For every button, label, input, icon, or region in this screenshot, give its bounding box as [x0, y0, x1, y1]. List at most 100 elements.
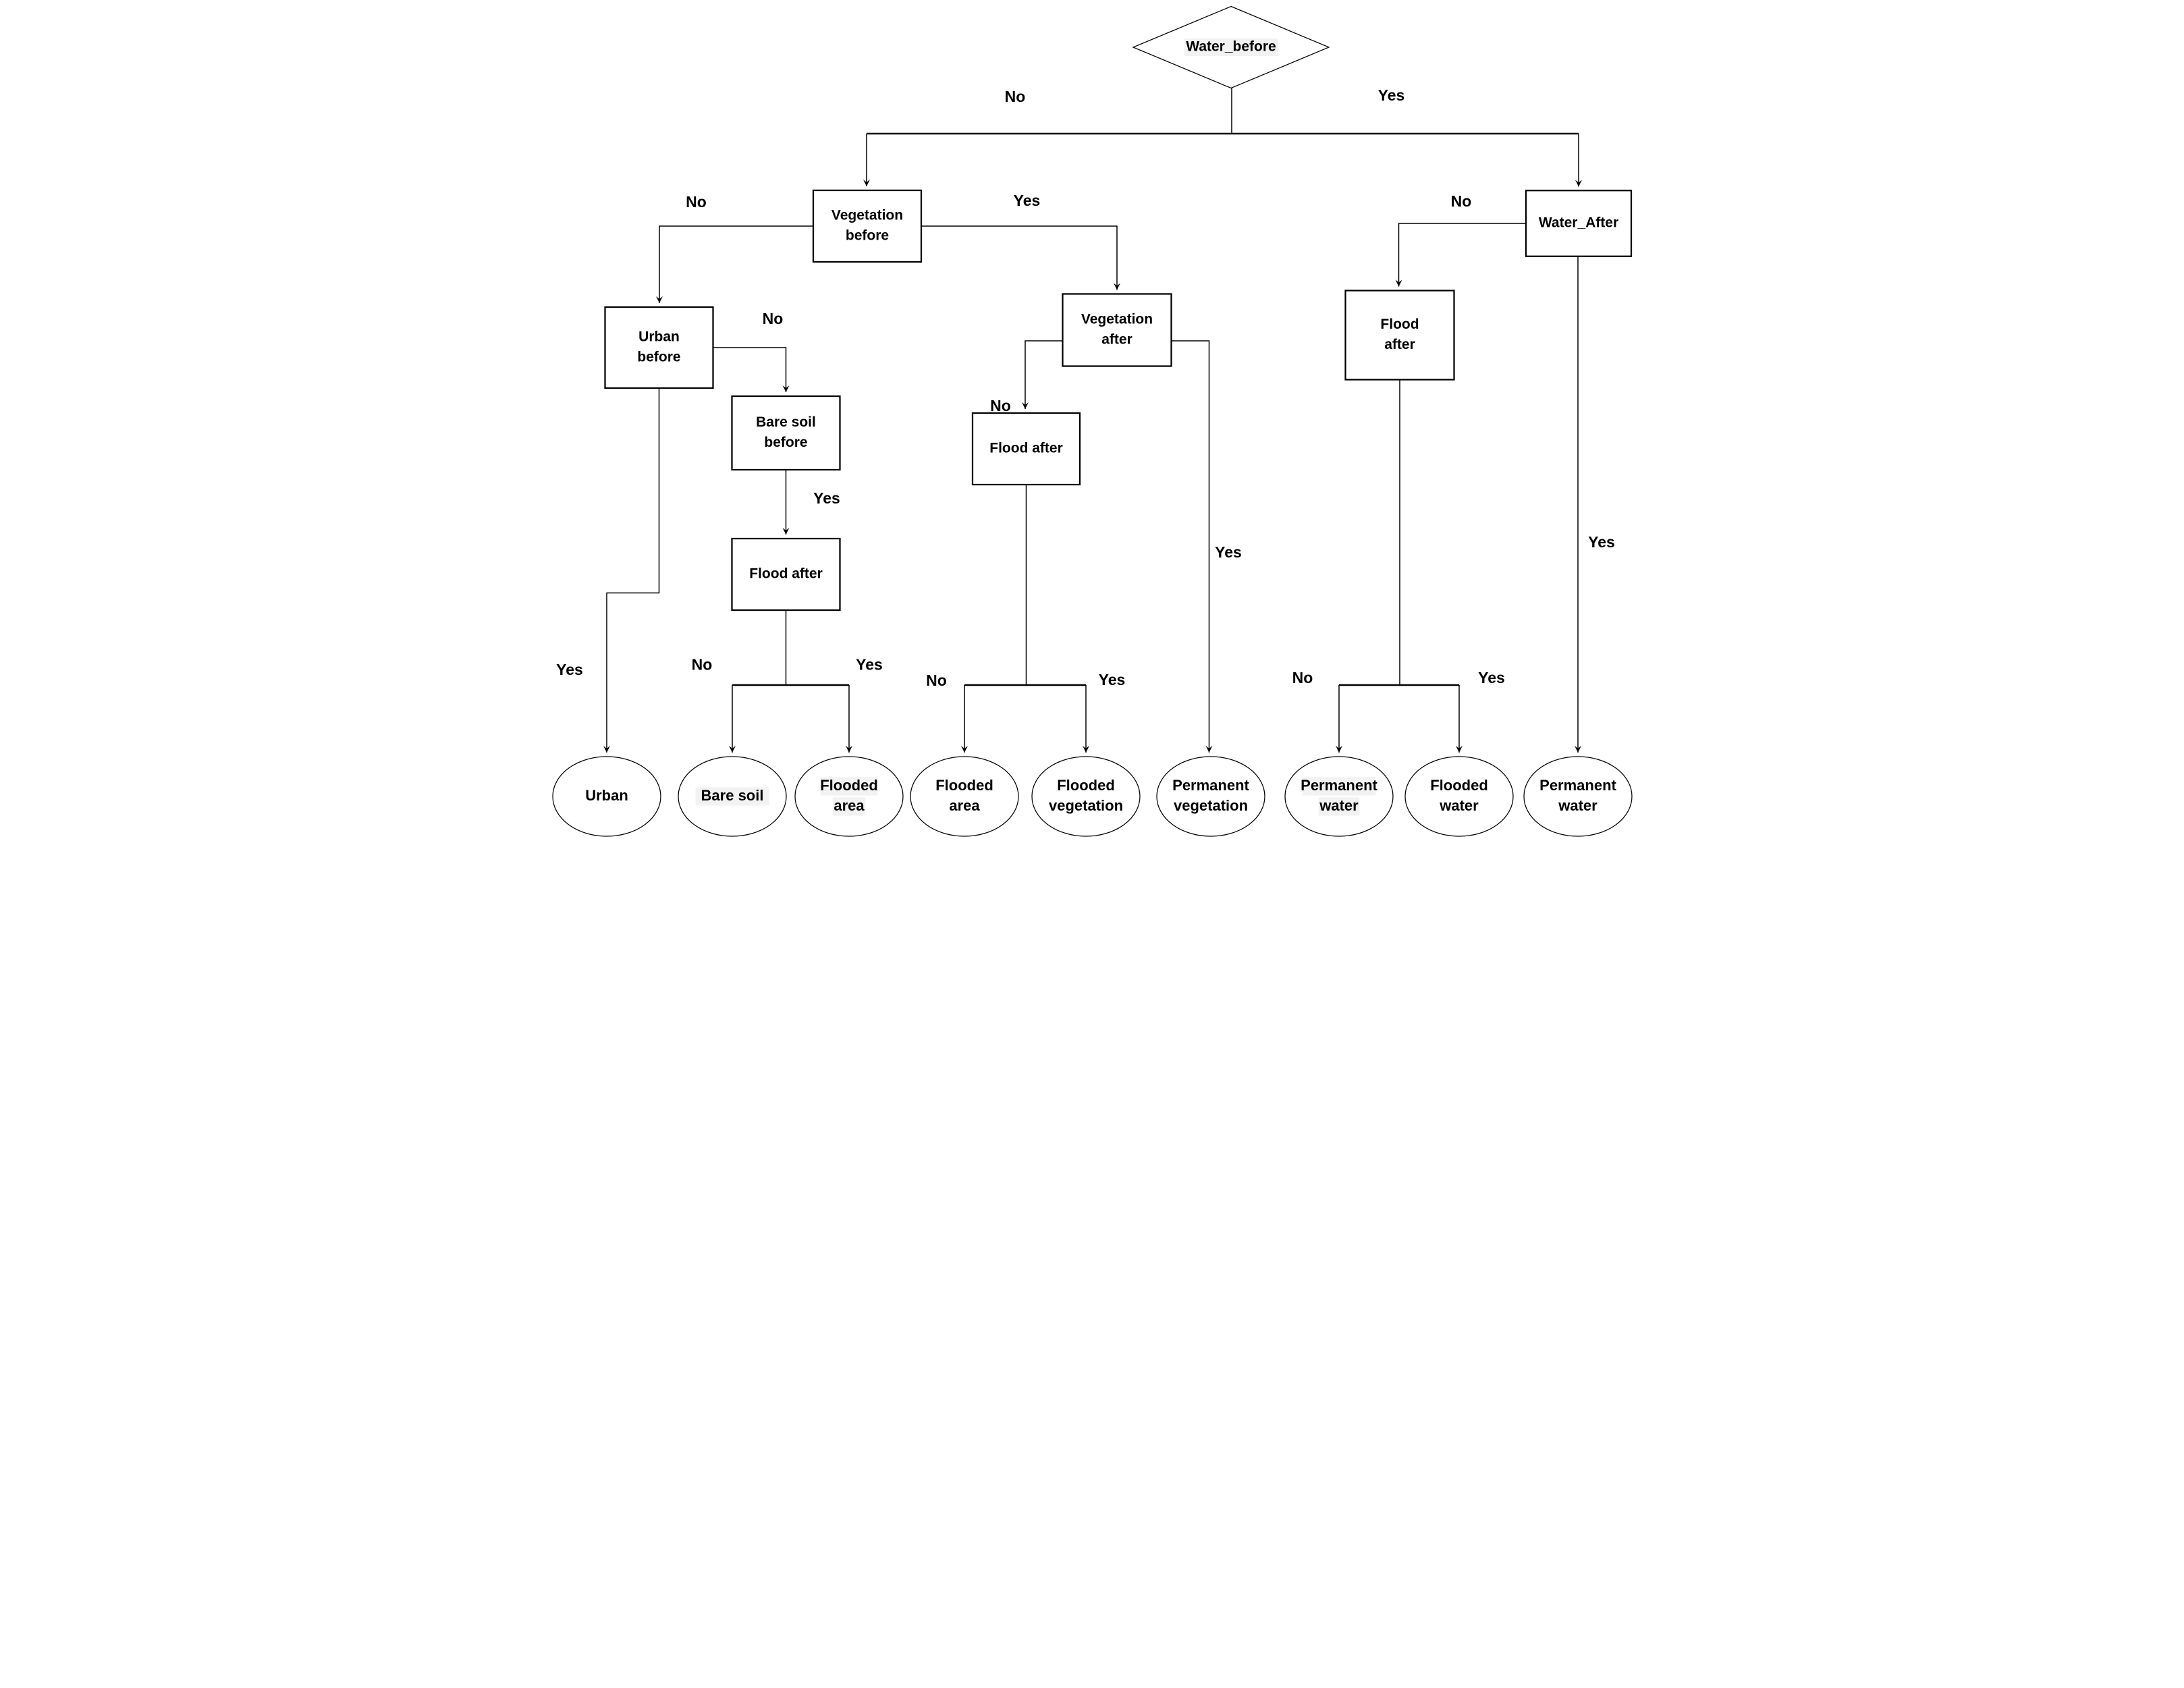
flooded-area-class-1: Flooded area — [794, 756, 904, 837]
floodleft-no-drop-arrowhead-icon — [729, 746, 736, 753]
water-after: Water_After — [1525, 190, 1633, 257]
vegbefore-yes — [921, 225, 1118, 290]
bare-soil-class-text-highlight — [695, 787, 769, 806]
bare-soil-before-label: Bare soil — [756, 414, 816, 430]
permanent-vegetation-class-ellipse — [1156, 756, 1265, 837]
flood-after-right-box — [1344, 290, 1455, 381]
permanent-vegetation-class-label: vegetation — [1174, 797, 1248, 814]
urbanbefore-no-arrowhead-icon — [782, 385, 790, 392]
label-yes-floodleft: Yes — [856, 656, 883, 674]
bare-soil-class-label: Bare soil — [701, 787, 764, 804]
permanent-water-class-1-label: water — [1319, 797, 1359, 814]
label-no-waterafter: No — [1451, 192, 1472, 210]
vegbefore-yes-arrowhead-icon — [1114, 283, 1120, 290]
label-yes-floodright: Yes — [1478, 669, 1505, 686]
urbanbefore-no — [713, 347, 787, 392]
label-no-floodleft: No — [692, 656, 713, 674]
vegafter-yes-arrowhead-icon — [1205, 746, 1213, 753]
permanent-vegetation-class-label: Permanent — [1172, 777, 1249, 794]
flood-after-right-label: after — [1384, 337, 1415, 352]
vegbefore-no — [659, 225, 813, 303]
flooded-area-class-2: Flooded area — [910, 756, 1019, 837]
floodmid-yes-drop-arrowhead-icon — [1083, 746, 1089, 753]
bare-soil-before-box — [731, 395, 841, 471]
flooded-area-class-2-ellipse — [910, 756, 1019, 837]
bare-soil-class: Bare soil — [678, 756, 787, 837]
label-yes-urbanbefore: Yes — [556, 661, 583, 678]
permanent-water-class-1-label: Permanent — [1301, 777, 1377, 794]
vegafter-no — [1025, 340, 1063, 409]
urbanbefore-yes-arrowhead-icon — [603, 746, 610, 753]
label-yes-vegafter: Yes — [1215, 543, 1242, 561]
vegetation-before-label: Vegetation — [831, 208, 903, 223]
label-no-urbanbefore: No — [763, 310, 784, 327]
vegafter-no-arrowhead-icon — [1022, 402, 1029, 409]
vegafter-yes — [1171, 340, 1210, 753]
flooded-vegetation-class-label: vegetation — [1049, 797, 1123, 814]
label-yes-floodmid: Yes — [1099, 671, 1126, 688]
vegetation-after-label: Vegetation — [1081, 312, 1153, 327]
urban-class-ellipse — [552, 756, 661, 837]
label-yes-vegbefore: Yes — [1014, 192, 1041, 209]
urban-before-label: before — [637, 350, 680, 365]
vegetation-before-box — [812, 189, 923, 263]
permanent-water-class-1-text-highlight — [1302, 777, 1376, 796]
urbanbefore-yes — [606, 388, 660, 753]
flooded-water-class-label: Flooded — [1430, 777, 1488, 794]
waterafter-no-arrowhead-icon — [1395, 279, 1402, 287]
label-no-floodmid: No — [926, 672, 947, 689]
edges-layer — [603, 88, 1582, 753]
flooded-area-class-1-text-highlight — [820, 777, 878, 796]
permanent-water-class-1: Permanent water — [1284, 756, 1394, 837]
permanent-water-class-2-ellipse — [1523, 756, 1633, 837]
water-before-decision-text-highlight — [1184, 38, 1278, 57]
urban-class: Urban — [552, 756, 661, 837]
label-yes-waterafter: Yes — [1588, 533, 1615, 551]
flood-after-left-label: Flood after — [749, 566, 823, 582]
bare-soil-before-label: before — [764, 435, 807, 450]
vegetation-after-label: after — [1101, 332, 1132, 348]
water-before-decision-label: Water_before — [1186, 39, 1276, 55]
permanent-water-class-1-ellipse — [1284, 756, 1394, 837]
top-yes-drop-arrowhead-icon — [1575, 180, 1582, 187]
label-no-top: No — [1005, 88, 1026, 105]
flood-after-left: Flood after — [731, 537, 841, 611]
label-no-vegbefore: No — [686, 193, 707, 211]
flooded-area-class-2-label: Flooded — [935, 777, 993, 794]
urban-class-label: Urban — [585, 787, 628, 804]
flood-after-right: Flood after — [1344, 290, 1455, 381]
vegbefore-no-arrowhead-icon — [656, 296, 663, 303]
label-yes-top: Yes — [1378, 86, 1405, 104]
flooded-area-class-2-label: area — [949, 797, 980, 814]
label-no-floodright: No — [1292, 669, 1313, 686]
flooded-area-class-1-label: area — [834, 797, 865, 814]
vegetation-before-label: before — [846, 228, 889, 244]
waterafter-yes-arrowhead-icon — [1575, 746, 1581, 753]
flood-after-left-box — [731, 537, 841, 611]
water-after-label: Water_After — [1539, 215, 1618, 231]
floodright-no-drop-arrowhead-icon — [1336, 746, 1342, 753]
baresoil-yes-arrowhead-icon — [782, 528, 790, 535]
label-yes-baresoil: Yes — [813, 489, 840, 507]
permanent-vegetation-class: Permanent vegetation — [1156, 756, 1265, 837]
permanent-water-class-2-label: water — [1558, 797, 1598, 814]
vegetation-after: Vegetation after — [1062, 293, 1172, 367]
flood-after-middle-label: Flood after — [989, 441, 1063, 456]
vegetation-after-box — [1062, 293, 1172, 367]
flooded-water-class-ellipse — [1404, 756, 1514, 837]
water-before-decision: Water_before — [1132, 5, 1330, 89]
flooded-area-class-1-label: Flooded — [820, 777, 878, 794]
floodmid-no-drop-arrowhead-icon — [961, 746, 968, 753]
flood-after-middle: Flood after — [971, 412, 1081, 486]
flood-after-right-label: Flood — [1380, 317, 1419, 332]
label-no-vegafter: No — [990, 397, 1011, 414]
flooded-vegetation-class-ellipse — [1031, 756, 1141, 837]
floodright-yes-drop-arrowhead-icon — [1456, 746, 1463, 753]
